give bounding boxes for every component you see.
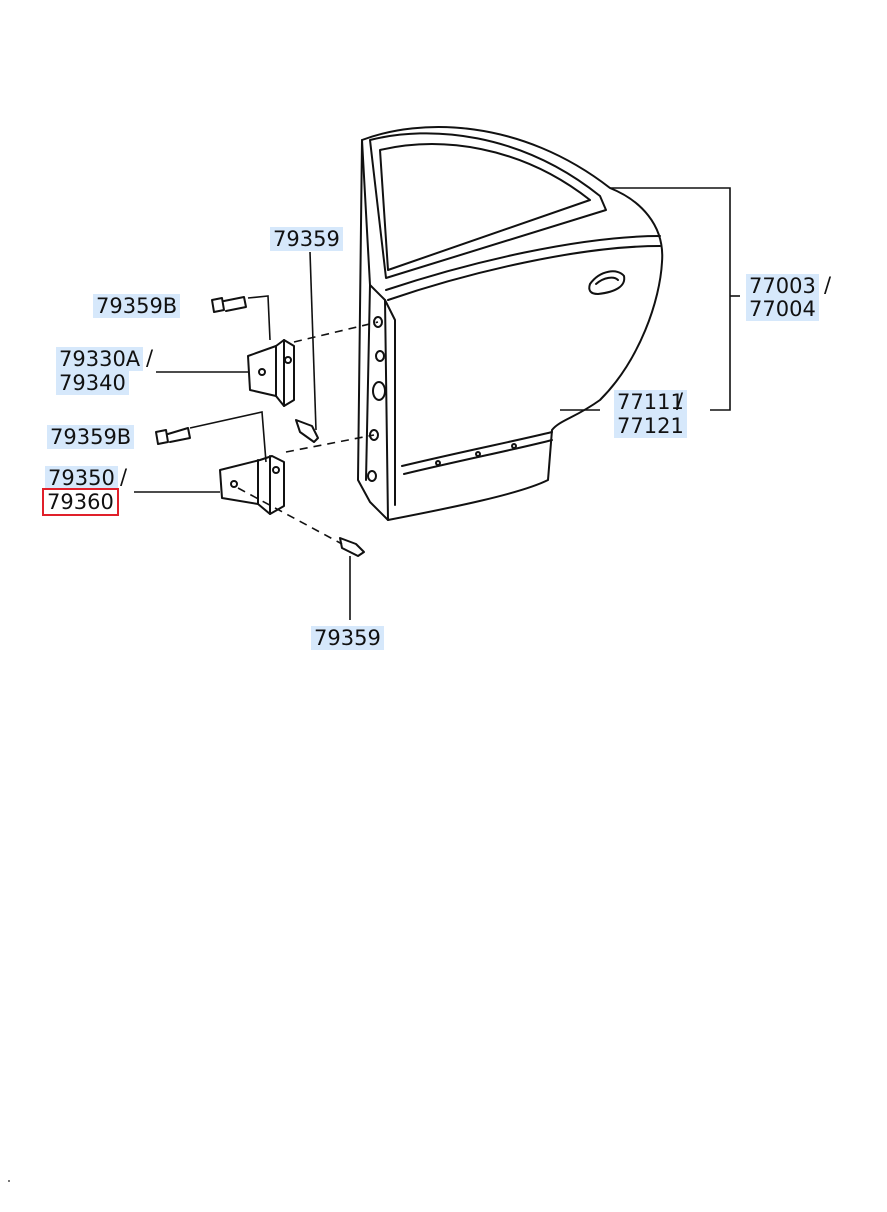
label-77111[interactable]: 77111 <box>614 390 687 414</box>
separator-slash: / <box>676 389 684 413</box>
label-79350[interactable]: 79350 <box>45 466 118 490</box>
label-79359b-mid[interactable]: 79359B <box>47 425 135 449</box>
stray-dot <box>8 1180 10 1182</box>
separator-slash: / <box>824 273 832 297</box>
label-79330a[interactable]: 79330A <box>56 347 144 371</box>
label-79359-bottom[interactable]: 79359 <box>311 626 384 650</box>
separator-slash: / <box>146 346 154 370</box>
label-79360-selected[interactable]: 79360 <box>42 488 119 516</box>
bolt-upper-left <box>211 296 247 313</box>
bolt-upper-right <box>295 419 319 443</box>
bolt-mid-left <box>155 427 191 445</box>
label-79359-top[interactable]: 79359 <box>270 227 343 251</box>
rear-door-panel <box>357 126 664 521</box>
bolt-lower-right <box>339 537 365 557</box>
label-77004[interactable]: 77004 <box>746 297 819 321</box>
label-79359b-top[interactable]: 79359B <box>93 294 181 318</box>
separator-slash: / <box>120 465 128 489</box>
label-79340[interactable]: 79340 <box>56 371 129 395</box>
label-77121[interactable]: 77121 <box>614 414 687 438</box>
label-77003[interactable]: 77003 <box>746 274 819 298</box>
upper-hinge <box>247 339 295 407</box>
lower-hinge <box>219 455 285 515</box>
leader-lines <box>134 187 740 620</box>
